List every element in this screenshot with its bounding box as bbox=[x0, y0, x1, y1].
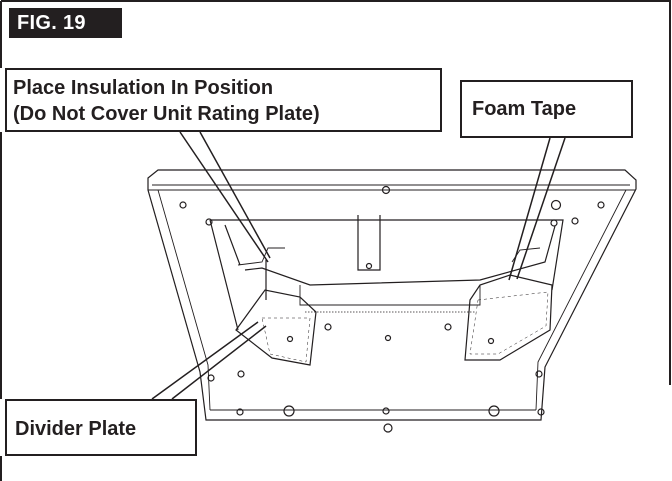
mount-hole bbox=[537, 408, 545, 416]
mount-hole bbox=[550, 199, 562, 211]
mount-hole bbox=[550, 219, 558, 227]
leader-insulation-1 bbox=[179, 131, 269, 263]
insulation-callout: Place Insulation In Position (Do Not Cov… bbox=[5, 68, 442, 132]
mount-hole bbox=[382, 407, 390, 415]
leader-divider-2 bbox=[171, 325, 267, 400]
mount-hole bbox=[205, 218, 213, 226]
mount-hole bbox=[444, 323, 452, 331]
divider-plate-callout: Divider Plate bbox=[5, 399, 197, 456]
leader-insulation-2 bbox=[199, 131, 271, 259]
plate-inner-outline bbox=[152, 184, 630, 411]
foam-tape-label: Foam Tape bbox=[472, 98, 577, 120]
mount-hole bbox=[571, 217, 579, 225]
base-plate-drawing bbox=[147, 169, 637, 433]
mount-hole bbox=[207, 374, 215, 382]
center-bracket bbox=[357, 215, 381, 271]
foam-tape-callout: Foam Tape bbox=[460, 80, 633, 138]
mount-hole bbox=[384, 334, 392, 342]
insulation-hatch-left bbox=[261, 317, 311, 363]
duct-opening bbox=[209, 219, 564, 331]
leader-lines bbox=[151, 131, 566, 400]
foam-tape-hatch bbox=[469, 291, 549, 355]
mount-hole bbox=[487, 337, 495, 345]
mount-hole bbox=[286, 335, 294, 343]
leader-divider-1 bbox=[151, 321, 259, 400]
leader-foam-1 bbox=[508, 137, 551, 281]
mount-hole bbox=[597, 201, 605, 209]
divider-plate-drawing bbox=[235, 289, 317, 366]
divider-plate-label: Divider Plate bbox=[15, 418, 137, 440]
mount-hole bbox=[179, 201, 187, 209]
mount-hole bbox=[488, 405, 500, 417]
leader-foam-2 bbox=[516, 137, 566, 280]
figure-label: FIG. 19 bbox=[9, 8, 122, 38]
insulation-callout-line1: Place Insulation In Position bbox=[13, 77, 274, 99]
mount-hole bbox=[237, 370, 245, 378]
mount-hole bbox=[383, 423, 393, 433]
mount-hole bbox=[283, 405, 295, 417]
mount-hole bbox=[324, 323, 332, 331]
foam-tape-drawing bbox=[464, 274, 553, 361]
mount-hole bbox=[381, 185, 391, 195]
mount-hole bbox=[236, 408, 244, 416]
mount-hole bbox=[535, 370, 543, 378]
insulation-callout-line2: (Do Not Cover Unit Rating Plate) bbox=[13, 103, 320, 125]
plate-outer-outline bbox=[147, 169, 637, 421]
